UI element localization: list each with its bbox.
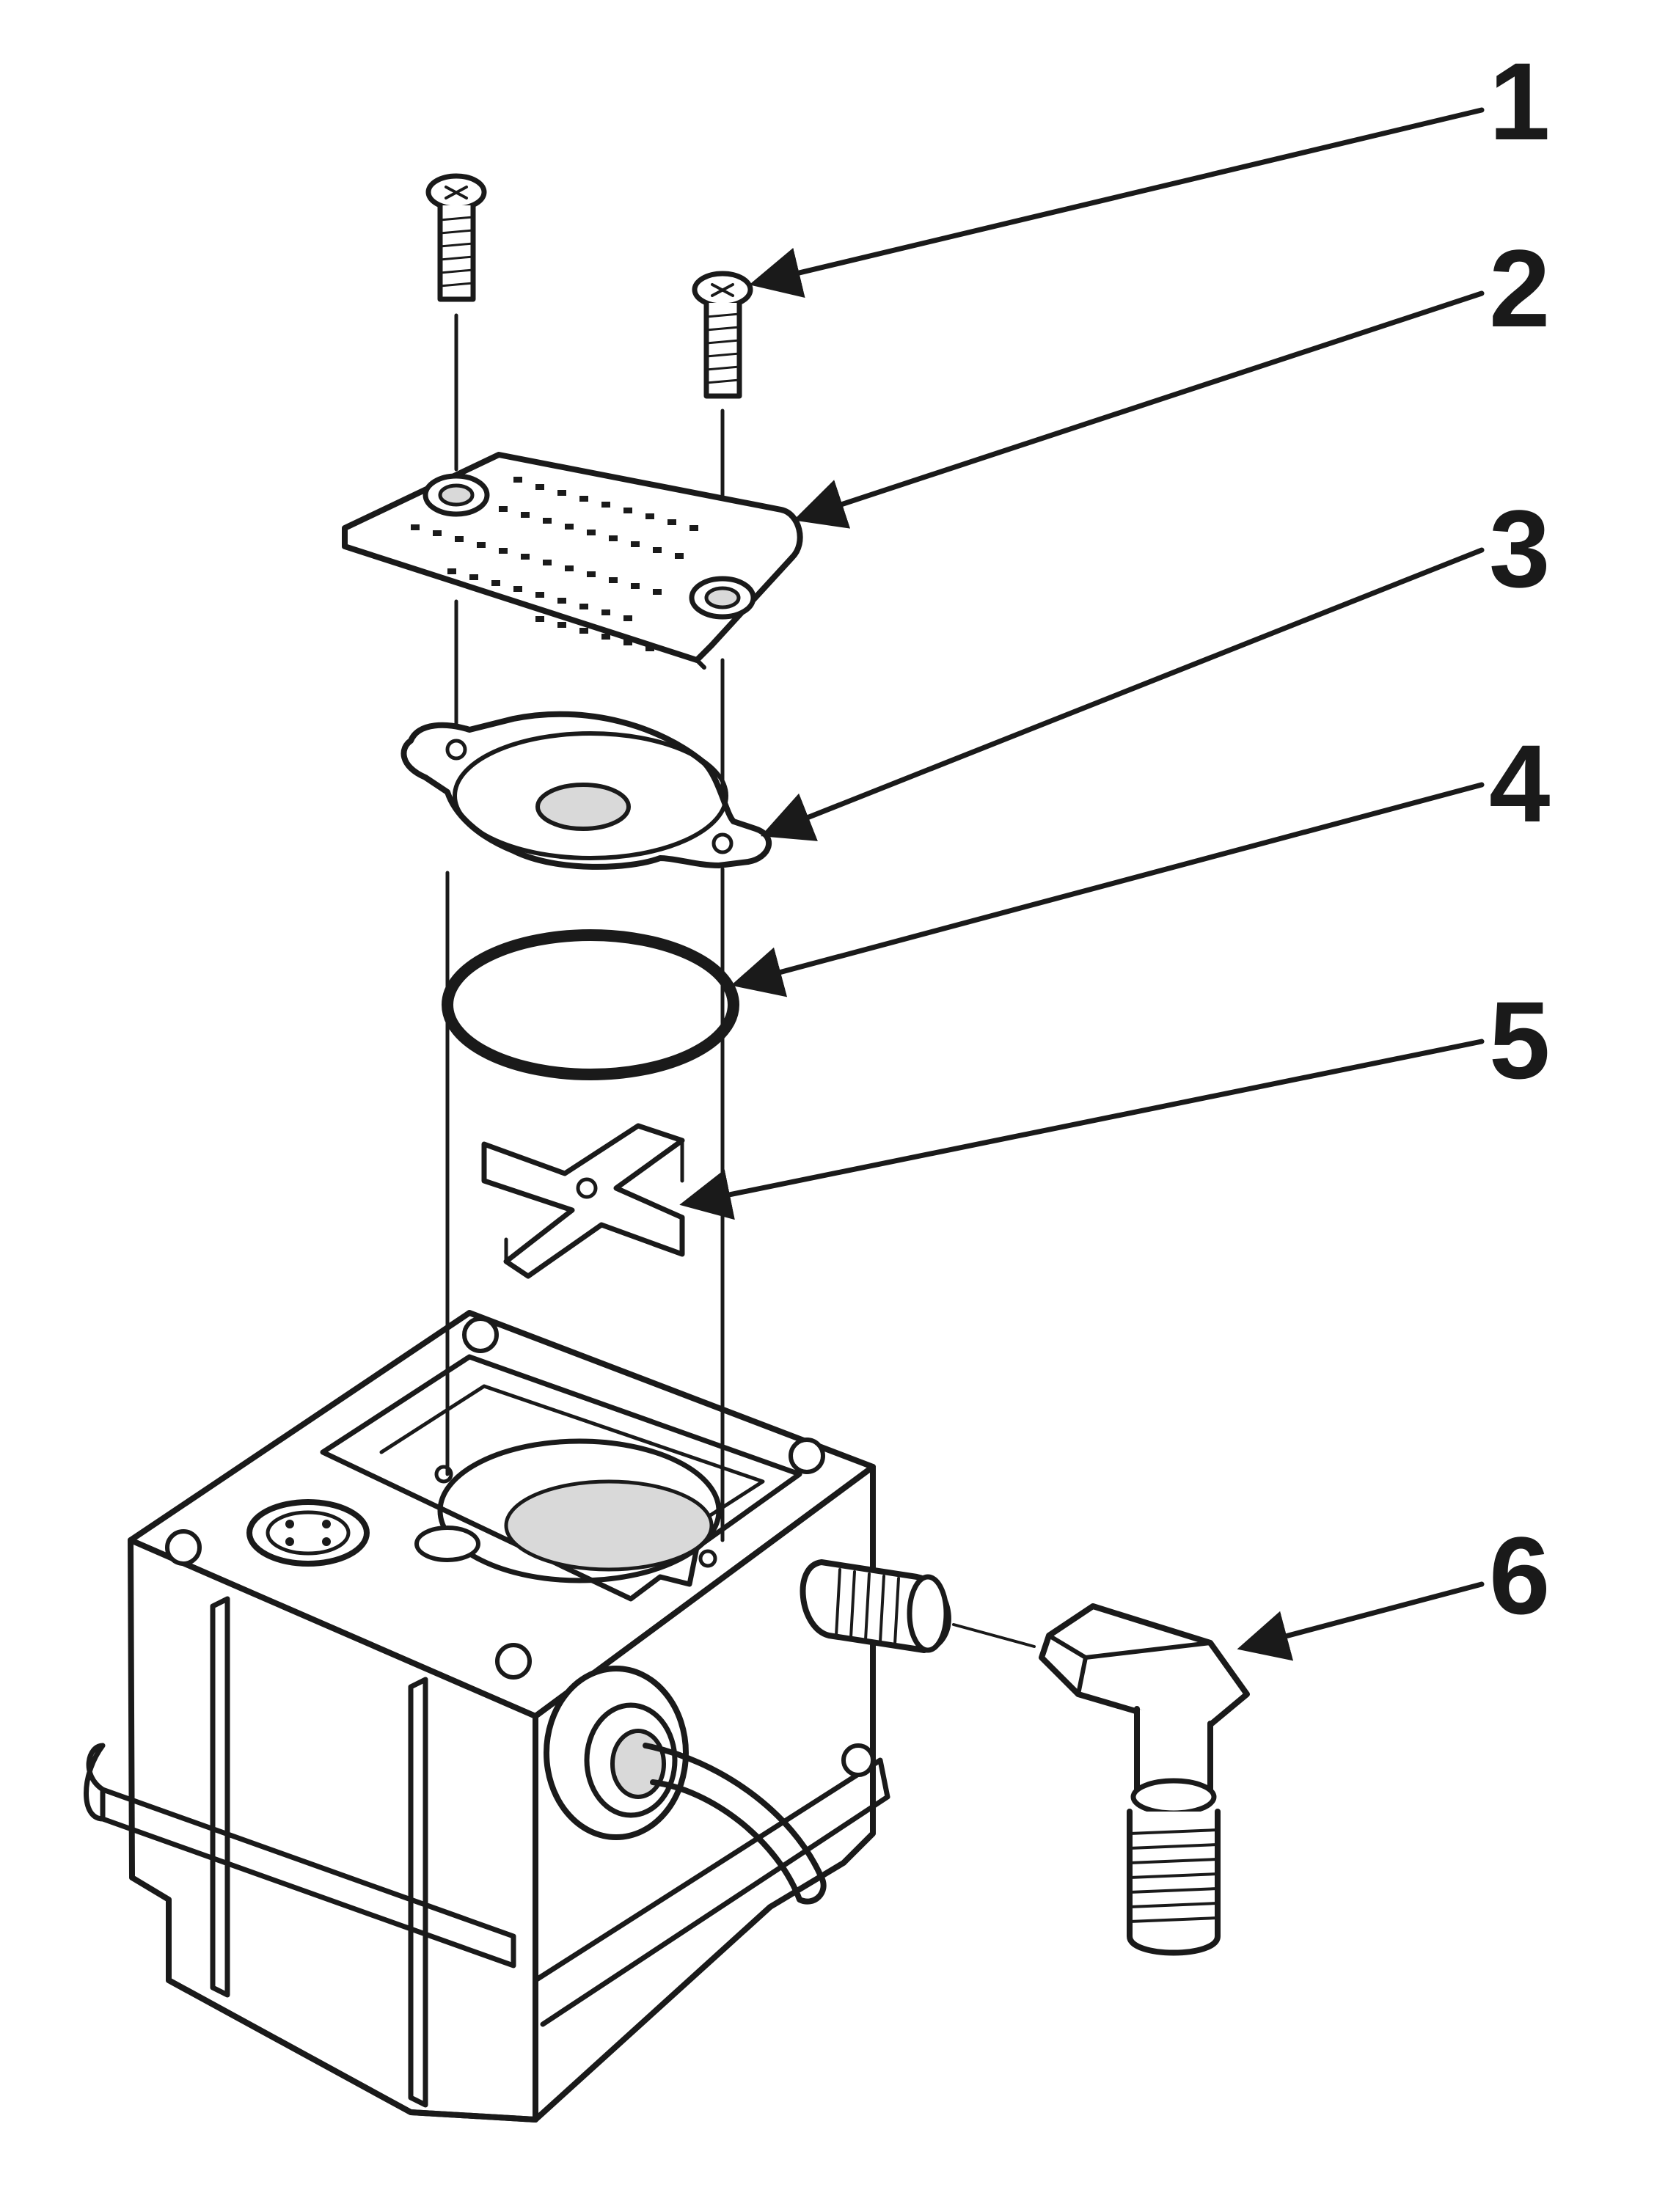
leader-2 (793, 290, 1485, 529)
leader-6 (1237, 1581, 1485, 1661)
leader-1 (749, 107, 1485, 299)
leader-5 (679, 1039, 1485, 1220)
leader-lines (679, 107, 1485, 1661)
item-6-elbow-fitting (952, 1603, 1250, 1956)
item-3-gasket (400, 711, 772, 1542)
pump-housing (84, 1310, 951, 2123)
callout-1: 1 (1489, 40, 1550, 163)
callout-5: 5 (1489, 978, 1550, 1102)
item-1-screws (425, 173, 753, 574)
item-2-nameplate (342, 452, 803, 831)
callout-6: 6 (1489, 1514, 1550, 1637)
callout-4: 4 (1489, 722, 1550, 845)
callout-3: 3 (1489, 487, 1550, 610)
item-5-impeller (481, 1123, 685, 1279)
callout-numbers: 1 2 3 4 5 6 (1489, 40, 1550, 1637)
callout-2: 2 (1489, 227, 1550, 350)
leader-3 (760, 547, 1485, 841)
leader-4 (731, 782, 1485, 997)
item-4-o-ring (442, 929, 739, 1080)
